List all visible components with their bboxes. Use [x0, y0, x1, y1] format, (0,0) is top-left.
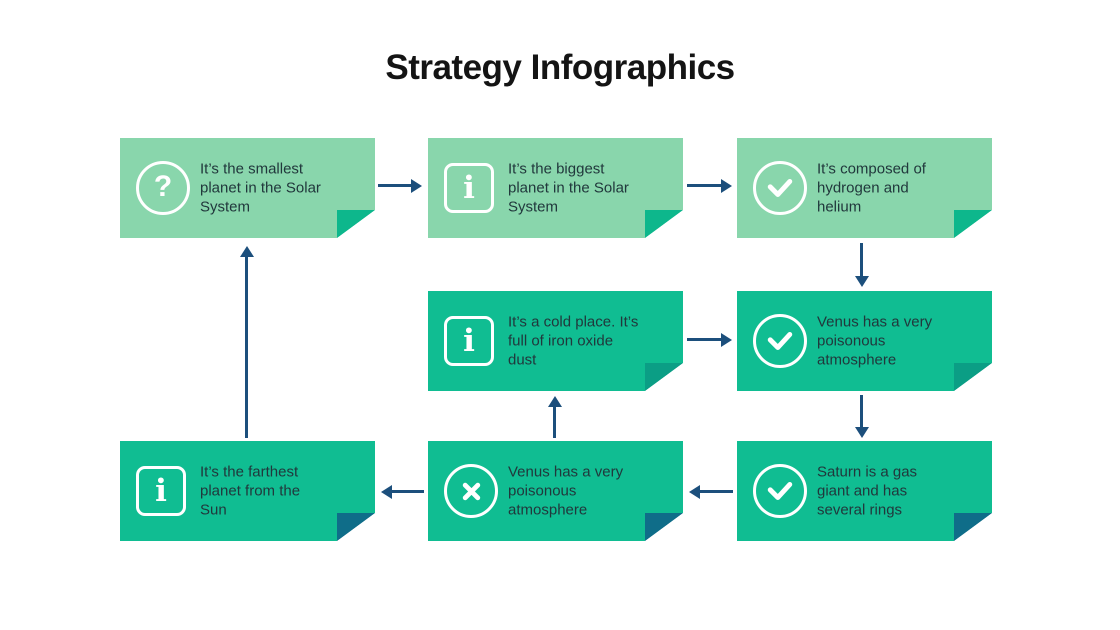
card-smallest-planet: ? It’s the smallest planet in the Solar …	[120, 138, 375, 238]
arrow-step7-to-step4	[553, 407, 556, 438]
arrow-step5-to-step8	[860, 395, 863, 427]
check-mark	[767, 179, 793, 197]
card-text: Venus has a very poisonous atmosphere	[817, 313, 933, 369]
info-square-icon: ℹ	[444, 316, 494, 366]
arrow-step6-to-step1	[245, 257, 248, 438]
question-glyph: ?	[153, 170, 173, 203]
card-text: Saturn is a gas giant and has several ri…	[817, 463, 918, 519]
arrow-step7-to-step6	[392, 490, 424, 493]
card-text: It’s the smallest planet in the Solar Sy…	[200, 160, 321, 216]
check-mark	[767, 332, 793, 350]
info-glyph: ℹ	[463, 169, 475, 206]
card-saturn-rings: Saturn is a gas giant and has several ri…	[737, 441, 992, 541]
info-square-icon: ℹ	[444, 163, 494, 213]
card-text: It’s the farthest planet from the Sun	[200, 463, 301, 519]
card-text: It’s composed of hydrogen and helium	[817, 160, 926, 216]
arrow-step8-to-step7	[700, 490, 733, 493]
card-farthest-planet: ℹ It’s the farthest planet from the Sun	[120, 441, 375, 541]
check-circle-icon	[753, 161, 807, 215]
page-title: Strategy Infographics	[385, 48, 735, 87]
arrow-step4-to-step5	[687, 338, 721, 341]
x-circle-icon	[444, 464, 498, 518]
card-cold-place: ℹ It’s a cold place. It’s full of iron o…	[428, 291, 683, 391]
card-venus-atmosphere-1: Venus has a very poisonous atmosphere	[737, 291, 992, 391]
info-glyph: ℹ	[155, 472, 167, 509]
check-mark	[767, 482, 793, 500]
card-hydrogen-helium: It’s composed of hydrogen and helium	[737, 138, 992, 238]
arrow-step1-to-step2	[378, 184, 411, 187]
card-venus-atmosphere-2: Venus has a very poisonous atmosphere	[428, 441, 683, 541]
question-circle-icon: ?	[136, 161, 190, 215]
check-circle-icon	[753, 464, 807, 518]
info-square-icon: ℹ	[136, 466, 186, 516]
x-mark	[462, 482, 480, 500]
card-biggest-planet: ℹ It’s the biggest planet in the Solar S…	[428, 138, 683, 238]
card-text: Venus has a very poisonous atmosphere	[508, 463, 624, 519]
check-circle-icon	[753, 314, 807, 368]
info-glyph: ℹ	[463, 322, 475, 359]
arrow-step3-to-step5	[860, 243, 863, 276]
card-text: It’s the biggest planet in the Solar Sys…	[508, 160, 629, 216]
card-text: It’s a cold place. It’s full of iron oxi…	[508, 313, 639, 369]
arrow-step2-to-step3	[687, 184, 721, 187]
